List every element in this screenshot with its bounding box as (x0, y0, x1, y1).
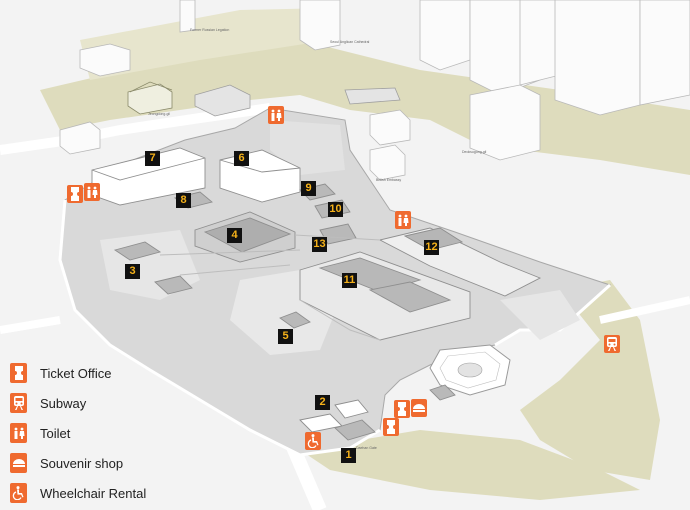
site-marker-8[interactable]: 8 (176, 193, 191, 208)
legend-label: Souvenir shop (40, 455, 124, 471)
toilet-icon[interactable] (268, 106, 284, 124)
subway-icon (10, 393, 27, 413)
legend-item-ticket: Ticket Office (10, 362, 112, 384)
ticket-icon[interactable] (394, 400, 410, 418)
legend-label: Subway (40, 395, 87, 411)
small-pavilions-north (194, 84, 401, 117)
site-marker-6[interactable]: 6 (234, 151, 249, 166)
legend-label: Toilet (40, 425, 71, 441)
street-label: Jeongdong-gil (148, 112, 170, 116)
site-marker-13[interactable]: 13 (312, 237, 327, 252)
classical-building (127, 81, 173, 115)
legend-label: Ticket Office (40, 365, 112, 381)
ticket-icon[interactable] (383, 418, 399, 436)
toilet-icon[interactable] (395, 211, 411, 229)
site-marker-4[interactable]: 4 (227, 228, 242, 243)
toilet-icon (10, 423, 27, 443)
site-marker-10[interactable]: 10 (328, 202, 343, 217)
site-marker-1[interactable]: 1 (341, 448, 356, 463)
souvenir-icon (10, 453, 27, 473)
road-north (0, 103, 271, 155)
legend-item-subway: Subway (10, 392, 86, 414)
legend-item-souvenir: Souvenir shop (10, 452, 123, 474)
road-west (0, 316, 61, 334)
palace-wall-west (58, 199, 381, 457)
park-east (520, 280, 660, 480)
pond-edge (439, 351, 501, 389)
courtyard-east (500, 290, 580, 340)
pond-island (457, 362, 483, 378)
wheelchair-icon (10, 483, 27, 503)
souvenir-icon[interactable] (411, 399, 427, 417)
toilet-icon[interactable] (84, 183, 100, 201)
legend-item-wheelchair: Wheelchair Rental (10, 482, 146, 504)
subway-icon[interactable] (604, 335, 620, 353)
walkways (159, 234, 381, 341)
park-south (300, 430, 640, 500)
courtyard-north (270, 120, 345, 175)
street-label: Former Russian Legation (190, 28, 230, 32)
site-marker-7[interactable]: 7 (145, 151, 160, 166)
site-marker-3[interactable]: 3 (125, 264, 140, 279)
legend-label: Wheelchair Rental (40, 485, 147, 501)
street-label: Seoul Anglican Cathedral (330, 40, 370, 44)
site-marker-5[interactable]: 5 (278, 329, 293, 344)
palace-buildings (91, 147, 542, 441)
legend-item-toilet: Toilet (10, 422, 70, 444)
road-east (599, 296, 690, 324)
site-marker-12[interactable]: 12 (424, 240, 439, 255)
ticket-icon[interactable] (67, 185, 83, 203)
street-label: Daehan Gate (356, 446, 377, 450)
site-marker-9[interactable]: 9 (301, 181, 316, 196)
park-northwest (80, 8, 330, 80)
site-marker-2[interactable]: 2 (315, 395, 330, 410)
wheelchair-icon[interactable] (305, 432, 321, 450)
street-label: Deoksugung-gil (462, 150, 487, 154)
site-marker-11[interactable]: 11 (342, 273, 357, 288)
city-blocks (59, 0, 690, 181)
street-label: British Embassy (376, 178, 402, 182)
ticket-icon (10, 363, 27, 383)
